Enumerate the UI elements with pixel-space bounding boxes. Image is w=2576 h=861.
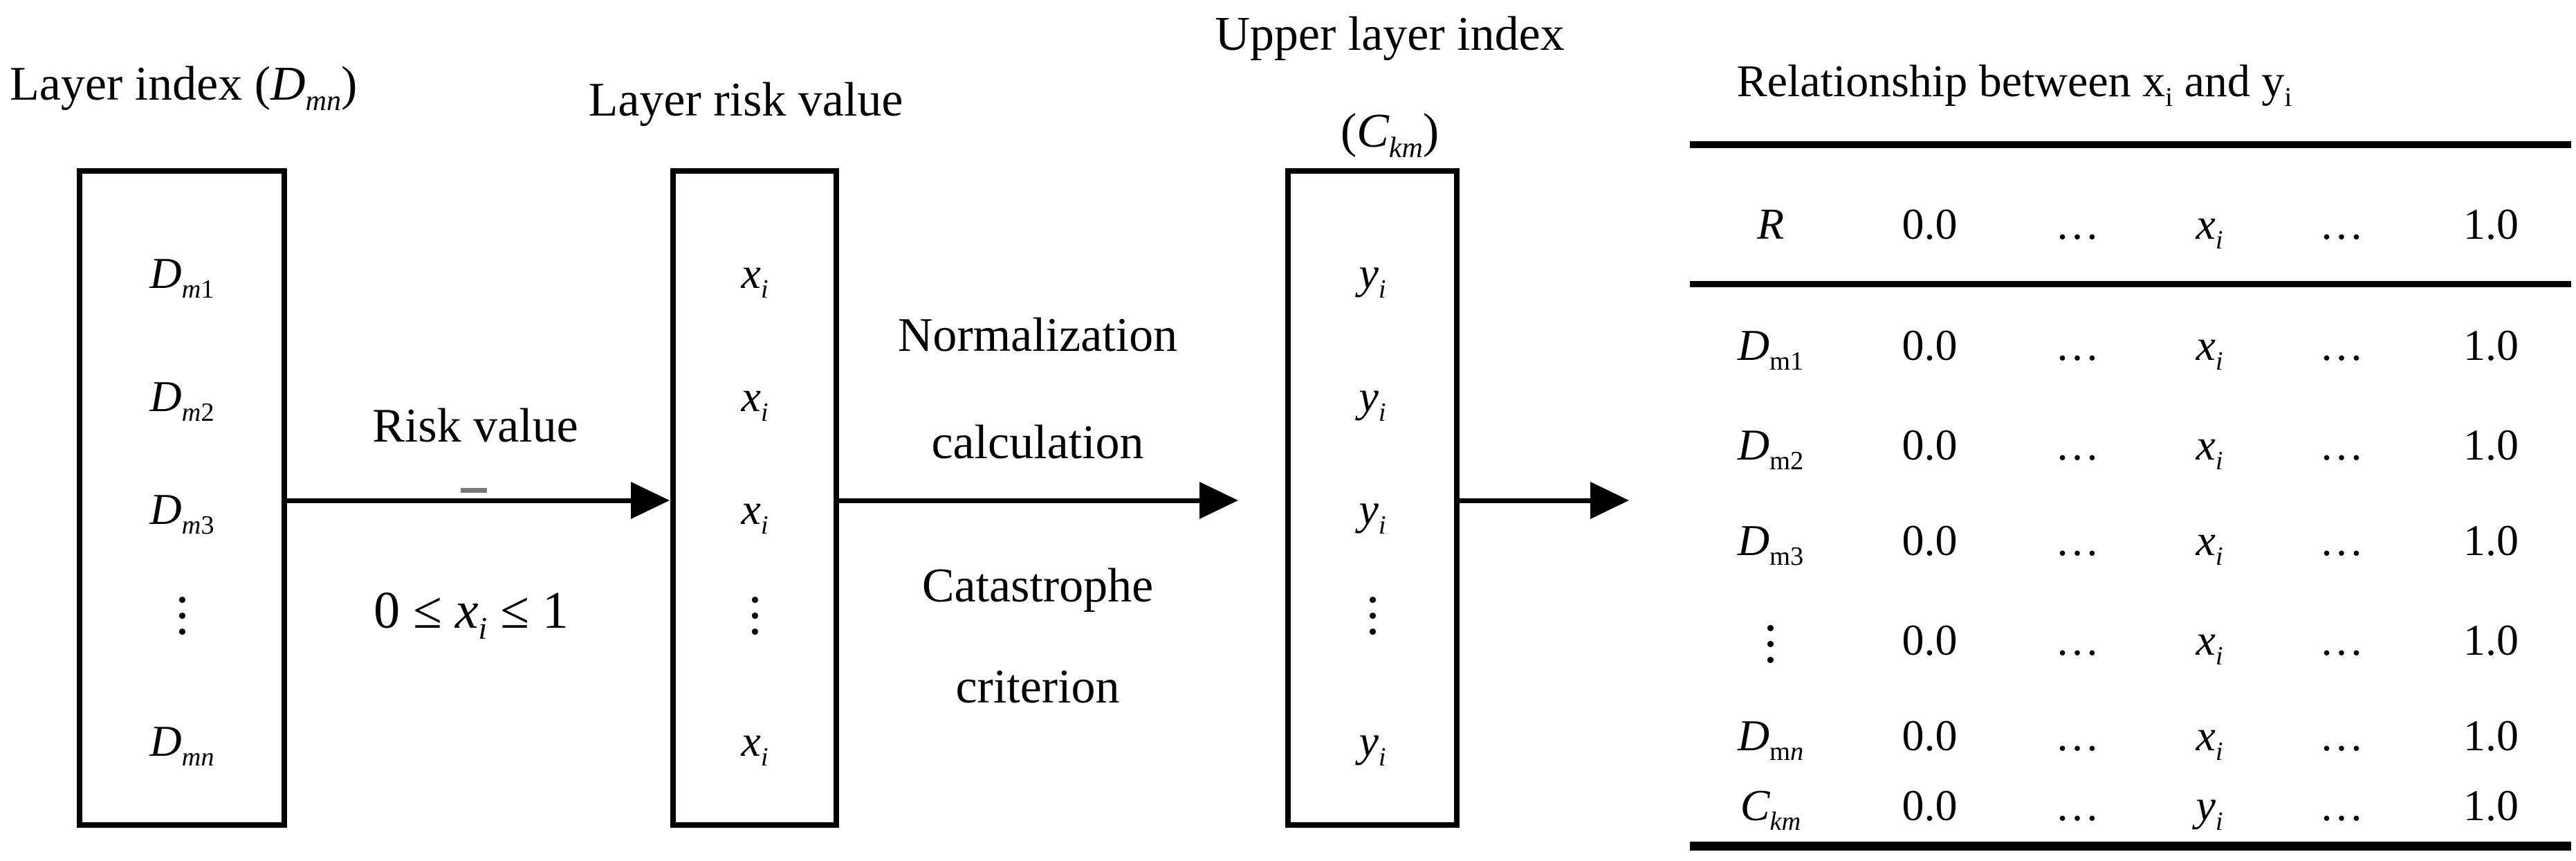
output-arrow-line bbox=[1458, 498, 1594, 503]
risk-value-label: Risk value bbox=[372, 399, 578, 453]
catastrophe-label-line1: Catastrophe bbox=[921, 559, 1154, 613]
box-item: yi bbox=[1359, 372, 1386, 427]
table-cell: 0.0 bbox=[1902, 420, 1958, 469]
table-cell: … bbox=[2319, 781, 2364, 830]
box-item: xi bbox=[741, 716, 769, 772]
box-item: Dm1 bbox=[149, 248, 214, 304]
table-cell: … bbox=[2055, 516, 2099, 565]
table-cell: Dmn bbox=[1737, 711, 1804, 766]
layer-index-title: Layer index (Dmn) bbox=[10, 57, 358, 117]
box-item bbox=[1291, 589, 1454, 635]
table-cell: … bbox=[2055, 199, 2099, 248]
table-cell: 0.0 bbox=[1902, 516, 1958, 565]
box-item: xi bbox=[741, 372, 769, 427]
table-row-dm1: Dm1 0.0 … xi … 1.0 bbox=[1690, 304, 2571, 387]
table-cell: … bbox=[2055, 781, 2099, 830]
table-cell: Dm2 bbox=[1737, 420, 1804, 475]
table-cell: … bbox=[2319, 615, 2364, 664]
box-item: yi bbox=[1359, 716, 1386, 772]
table-cell: xi bbox=[2196, 516, 2223, 571]
box-item bbox=[676, 589, 834, 635]
table-cell: 1.0 bbox=[2463, 199, 2519, 248]
normalization-label-line2: calculation bbox=[931, 416, 1144, 469]
table-cell: 1.0 bbox=[2463, 516, 2519, 565]
table-cell: … bbox=[2055, 615, 2099, 664]
vertical-ellipsis bbox=[1767, 624, 1774, 663]
table-cell: yi bbox=[2196, 781, 2223, 836]
table-cell: 0.0 bbox=[1902, 615, 1958, 664]
upper-index-box: yi yi yi yi bbox=[1285, 168, 1460, 828]
box-item: Dm2 bbox=[149, 372, 214, 427]
table-cell: 1.0 bbox=[2463, 781, 2519, 830]
table-cell: Ckm bbox=[1740, 781, 1801, 836]
table-cell: … bbox=[2055, 320, 2099, 370]
table-row-ckm: Ckm 0.0 … yi … 1.0 bbox=[1690, 764, 2571, 847]
table-bottom-rule bbox=[1690, 842, 2571, 851]
table-row-dm3: Dm3 0.0 … xi … 1.0 bbox=[1690, 499, 2571, 582]
table-cell: xi bbox=[2196, 420, 2223, 475]
table-cell: 1.0 bbox=[2463, 615, 2519, 664]
table-cell: xi bbox=[2196, 615, 2223, 671]
table-cell: … bbox=[2319, 320, 2364, 370]
table-header-rule bbox=[1690, 281, 2571, 287]
vertical-ellipsis bbox=[1369, 596, 1376, 635]
normalization-arrow-head bbox=[1199, 482, 1238, 519]
risk-range-label: 0 ≤ xi ≤ 1 bbox=[374, 581, 569, 646]
table-cell: 1.0 bbox=[2463, 711, 2519, 760]
table-cell: … bbox=[2319, 420, 2364, 469]
box-item: yi bbox=[1359, 248, 1386, 304]
table-cell: 1.0 bbox=[2463, 320, 2519, 370]
vertical-ellipsis bbox=[178, 596, 185, 635]
table-row-dots: 0.0 … xi … 1.0 bbox=[1690, 599, 2571, 682]
table-cell: … bbox=[2319, 516, 2364, 565]
catastrophe-label-line2: criterion bbox=[955, 660, 1120, 714]
table-cell: Dm3 bbox=[1737, 516, 1804, 571]
box-item bbox=[82, 589, 282, 635]
upper-layer-index-symbol: (Ckm) bbox=[1340, 105, 1439, 164]
normalization-label-line1: Normalization bbox=[897, 309, 1178, 362]
table-cell: … bbox=[2319, 199, 2364, 248]
table-cell: Dm1 bbox=[1737, 320, 1804, 376]
risk-value-arrow-line bbox=[285, 498, 634, 503]
box-item: Dmn bbox=[149, 716, 214, 772]
output-arrow-head bbox=[1590, 482, 1629, 519]
table-cell: 0.0 bbox=[1902, 781, 1958, 830]
table-title: Relationship between xi and yi bbox=[1736, 56, 2292, 113]
table-cell: … bbox=[2055, 420, 2099, 469]
table-cell: … bbox=[2319, 711, 2364, 760]
table-top-rule bbox=[1690, 141, 2571, 148]
table-cell: xi bbox=[2196, 711, 2223, 766]
table-cell: 1.0 bbox=[2463, 420, 2519, 469]
table-row-dm2: Dm2 0.0 … xi … 1.0 bbox=[1690, 404, 2571, 487]
table-cell bbox=[1690, 617, 1851, 663]
layer-risk-box: xi xi xi xi bbox=[670, 168, 839, 828]
box-item: xi bbox=[741, 484, 769, 540]
table-cell: 0.0 bbox=[1902, 711, 1958, 760]
table-cell: R bbox=[1756, 199, 1785, 248]
layer-risk-value-title: Layer risk value bbox=[588, 73, 903, 127]
box-item: yi bbox=[1359, 484, 1386, 540]
table-row-header: R 0.0 … xi … 1.0 bbox=[1690, 183, 2571, 266]
table-cell: xi bbox=[2196, 320, 2223, 376]
box-item: Dm3 bbox=[149, 484, 214, 540]
stray-dash-mark bbox=[461, 488, 487, 493]
risk-value-arrow-head bbox=[631, 482, 670, 519]
normalization-arrow-line bbox=[839, 498, 1204, 503]
table-row-dmn: Dmn 0.0 … xi … 1.0 bbox=[1690, 694, 2571, 777]
box-item: xi bbox=[741, 248, 769, 304]
upper-layer-index-title: Upper layer index bbox=[1215, 8, 1565, 61]
table-cell: 0.0 bbox=[1902, 199, 1958, 248]
table-cell: … bbox=[2055, 711, 2099, 760]
table-cell: 0.0 bbox=[1902, 320, 1958, 370]
vertical-ellipsis bbox=[751, 596, 758, 635]
table-cell: xi bbox=[2196, 199, 2223, 255]
